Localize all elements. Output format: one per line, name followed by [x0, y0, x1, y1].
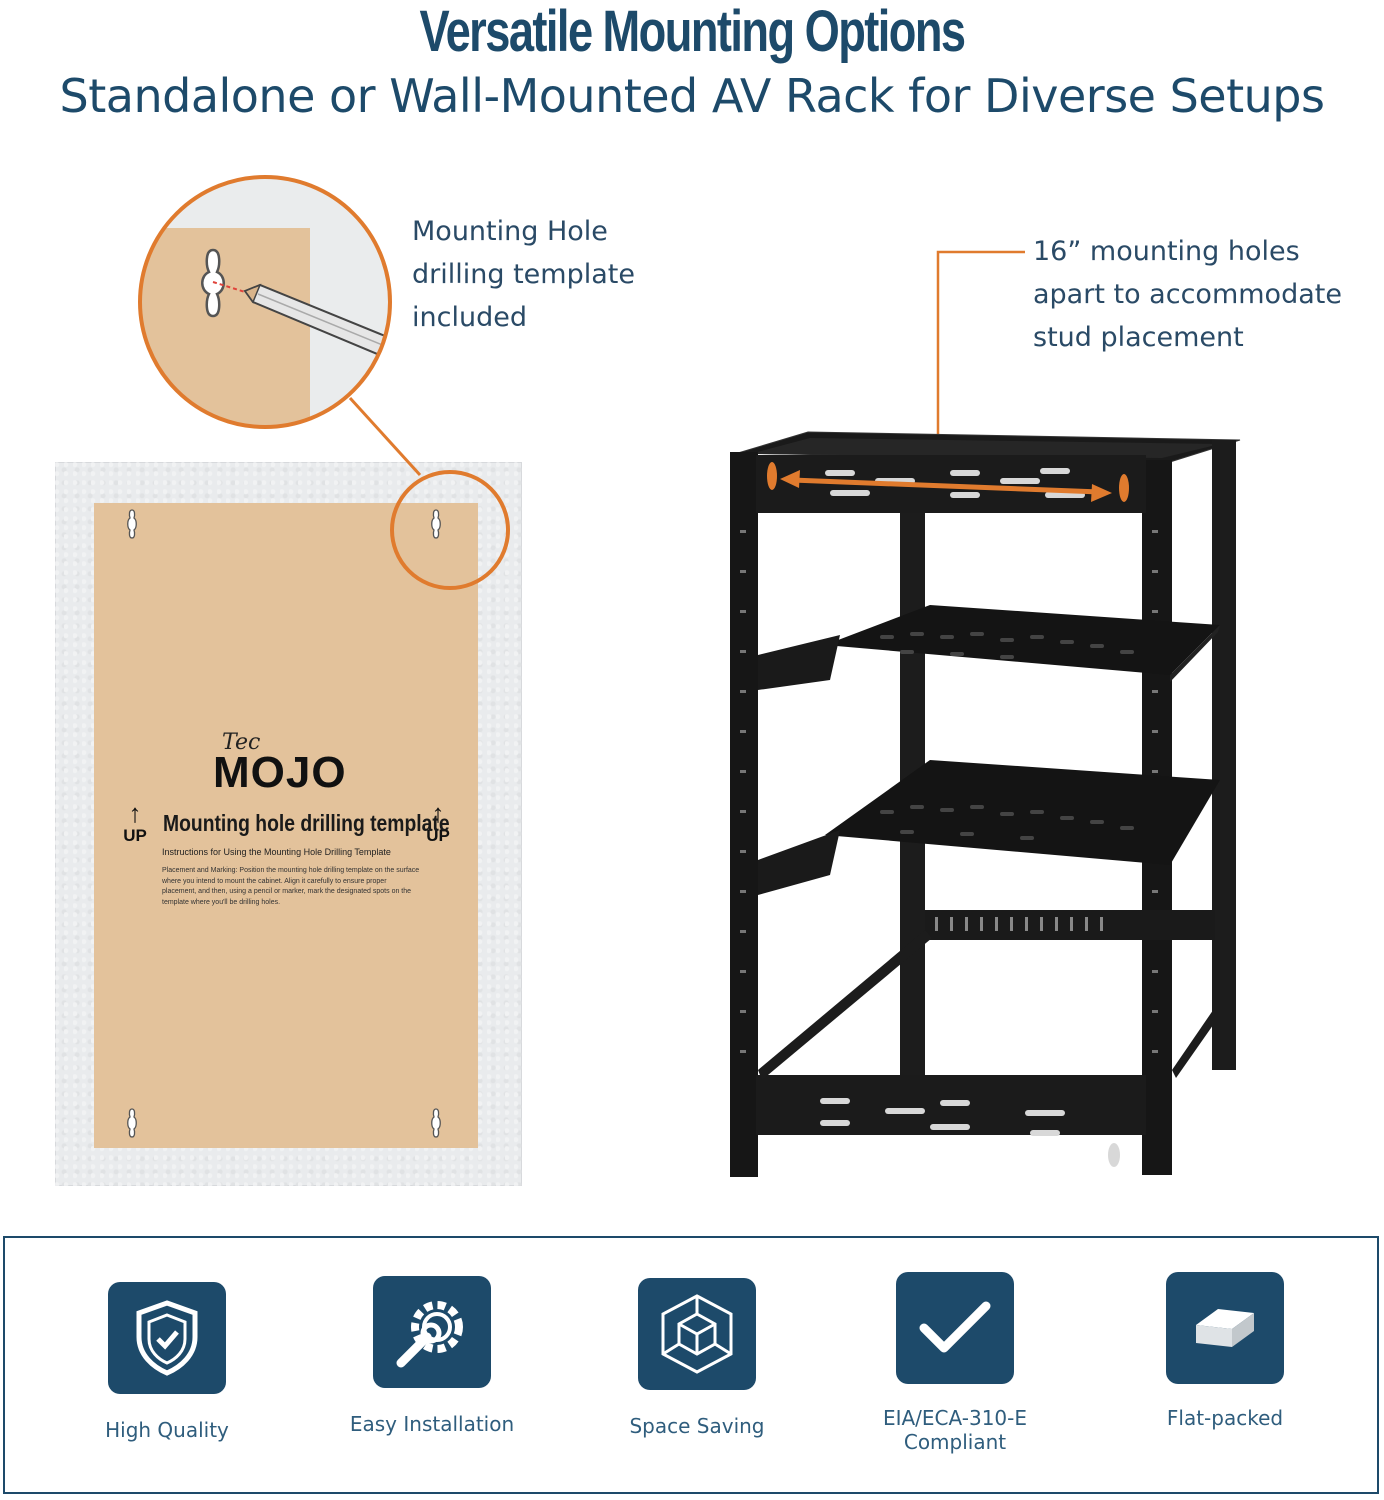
feature-label: Space Saving [629, 1414, 765, 1438]
callout-line: included [412, 302, 527, 333]
keyhole-icon [431, 509, 441, 539]
feature-space-saving: Space Saving [577, 1278, 817, 1438]
feature-tile [638, 1278, 756, 1390]
up-label: UP [426, 826, 450, 845]
feature-flat-packed: Flat-packed [1105, 1272, 1345, 1430]
feature-label: High Quality [105, 1418, 229, 1442]
keyhole-icon [127, 509, 137, 539]
feature-tile [373, 1276, 491, 1388]
feature-tile [1166, 1272, 1284, 1384]
up-label: UP [123, 826, 147, 845]
template-instructions: Placement and Marking: Position the moun… [162, 867, 420, 906]
av-rack-image [730, 250, 1241, 1177]
keyhole-icon [431, 1108, 441, 1138]
feature-tile [896, 1272, 1014, 1384]
magnifier-callout [138, 175, 510, 590]
up-indicator-left: ↑ UP [120, 800, 150, 846]
template-title: Mounting hole drilling template [163, 810, 450, 836]
feature-eia-compliant: EIA/ECA-310-E Compliant [835, 1272, 1075, 1454]
feature-label: Easy Installation [349, 1412, 515, 1436]
callout-line: Mounting Hole [412, 216, 608, 247]
stud-callout: 16” mounting holes apart to accommodate … [1033, 230, 1342, 359]
shield-check-icon [136, 1300, 198, 1376]
template-subtitle: Instructions for Using the Mounting Hole… [162, 847, 391, 857]
page-title: Versatile Mounting Options [419, 0, 966, 64]
page-subtitle: Standalone or Wall-Mounted AV Rack for D… [59, 69, 1325, 123]
up-arrow-icon: ↑ [431, 798, 445, 828]
logo-wordmark: MOJO [213, 748, 347, 797]
callout-line: stud placement [1033, 322, 1244, 353]
wrench-gear-icon [396, 1301, 463, 1368]
cube-icon [661, 1294, 733, 1374]
feature-tile [108, 1282, 226, 1394]
flat-box-icon [1196, 1309, 1254, 1347]
template-callout: Mounting Hole drilling template included [412, 210, 635, 339]
drilling-template-sheet [94, 503, 478, 1148]
up-arrow-icon: ↑ [128, 798, 142, 828]
callout-line: apart to accommodate [1033, 279, 1342, 310]
features-panel [3, 1236, 1379, 1494]
checkmark-icon [919, 1301, 991, 1353]
keyhole-icon [127, 1108, 137, 1138]
up-indicator-right: ↑ UP [423, 800, 453, 846]
logo-small-text: Tec [222, 730, 261, 755]
feature-label: Flat-packed [1166, 1406, 1284, 1430]
callout-line: 16” mounting holes [1033, 236, 1300, 267]
callout-line: drilling template [412, 259, 635, 290]
feature-easy-installation: Easy Installation [312, 1276, 552, 1436]
feature-high-quality: High Quality [47, 1282, 287, 1442]
feature-label: EIA/ECA-310-E Compliant [882, 1406, 1028, 1454]
